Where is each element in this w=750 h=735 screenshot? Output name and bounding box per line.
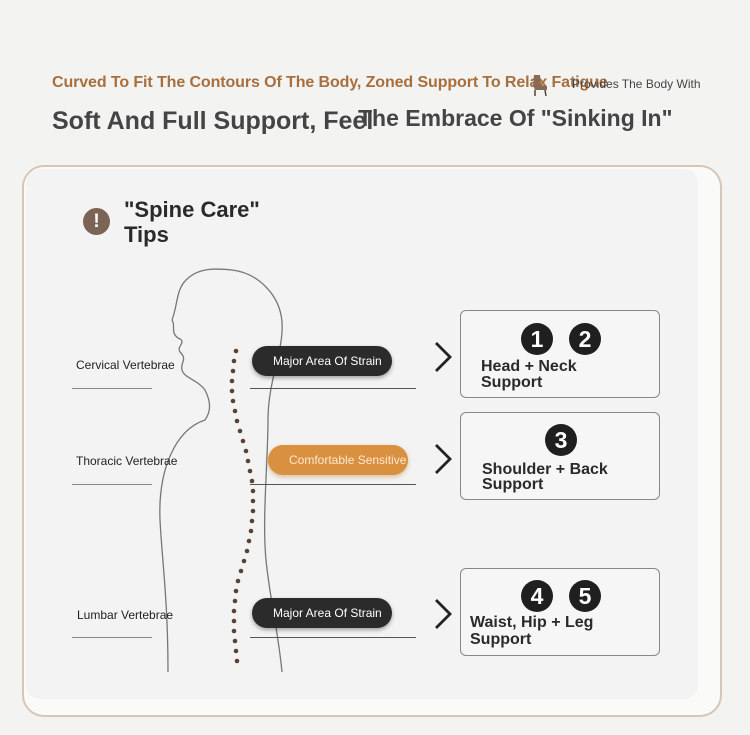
thoracic-label: Thoracic Vertebrae <box>76 454 178 468</box>
chevron-right-icon <box>435 599 452 629</box>
zone-box-waist-hip-leg <box>460 568 660 656</box>
chair-icon <box>533 75 547 97</box>
cervical-strain-pill: Major Area Of Strain <box>252 346 392 376</box>
zone-waist-hip-leg-line2: Support <box>470 631 532 648</box>
zone-box-head-neck <box>460 310 660 398</box>
zone-number-badge: 5 <box>569 580 601 612</box>
lumbar-label-rule <box>72 637 152 638</box>
headline-line-1-tail: Provides The Body With <box>572 77 701 91</box>
thoracic-label-rule <box>72 484 152 485</box>
body-outline <box>159 268 283 673</box>
thoracic-sensitive-pill: Comfortable Sensitive Area <box>268 445 408 475</box>
chevron-right-icon <box>435 444 452 474</box>
spine-dots <box>229 348 256 664</box>
tips-title: "Spine Care" Tips <box>124 197 260 247</box>
zone-waist-hip-leg-line1: Waist, Hip + Leg <box>470 614 594 631</box>
zone-head-neck-line2: Support <box>481 374 543 391</box>
exclamation-icon: ! <box>83 208 110 235</box>
zone-shoulder-back-line2: Support <box>482 476 544 493</box>
zone-number-badge: 4 <box>521 580 553 612</box>
lumbar-strain-pill: Major Area Of Strain <box>252 598 392 628</box>
thoracic-rule <box>250 484 416 485</box>
cervical-label: Cervical Vertebrae <box>76 358 175 372</box>
zone-head-neck-line1: Head + Neck <box>481 358 577 375</box>
zone-number-badge: 3 <box>545 424 577 456</box>
chevron-right-icon <box>435 342 452 372</box>
headline-line-2-left: Soft And Full Support, Feel <box>52 107 374 135</box>
cervical-rule <box>250 388 416 389</box>
cervical-label-rule <box>72 388 152 389</box>
zone-shoulder-back-line1: Shoulder + Back <box>482 461 608 478</box>
zone-number-badge: 2 <box>569 323 601 355</box>
headline-line-2-right: The Embrace Of "Sinking In" <box>358 105 673 131</box>
zone-number-badge: 1 <box>521 323 553 355</box>
headline-line-1: Curved To Fit The Contours Of The Body, … <box>52 74 608 91</box>
lumbar-label: Lumbar Vertebrae <box>77 608 174 622</box>
lumbar-rule <box>250 637 416 638</box>
